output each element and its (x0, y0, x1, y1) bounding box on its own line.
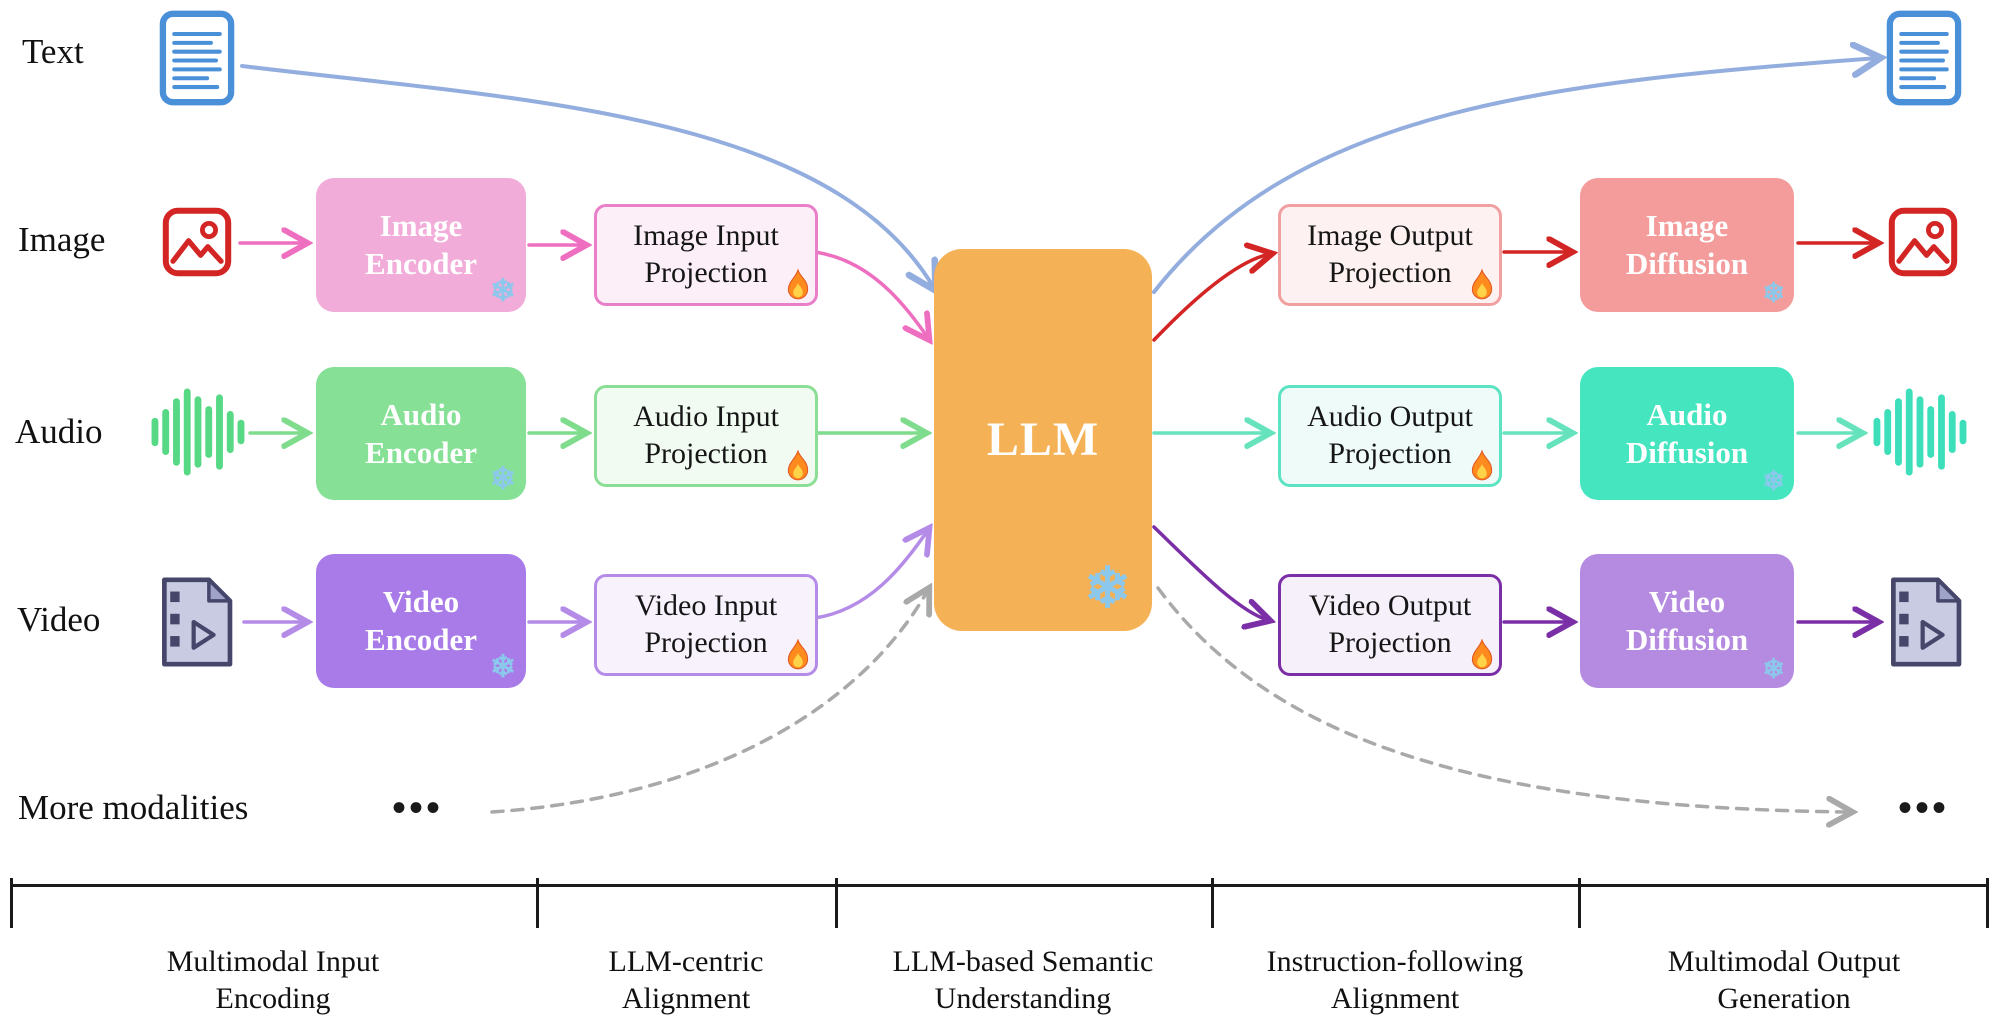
more-modalities-dots-right: ••• (1898, 785, 1950, 830)
row-label-audio: Audio (15, 412, 103, 451)
fire-icon (785, 638, 811, 671)
video-output-projection-node: Video Output Projection (1278, 574, 1502, 676)
video-file-icon (155, 574, 237, 670)
fire-icon (1469, 268, 1495, 301)
snowflake-icon: ❄ (1084, 558, 1132, 620)
audio-input-projection-node: Audio Input Projection (594, 385, 818, 487)
row-label-text: Text (22, 32, 84, 71)
arrow-llm-to-video-projection (1152, 525, 1268, 620)
audio-waveform-icon (1870, 388, 1968, 476)
fire-icon (785, 449, 811, 482)
stage-label: Multimodal Input Encoding (159, 944, 388, 1020)
snowflake-icon: ❄ (1762, 654, 1785, 684)
snowflake-icon: ❄ (490, 273, 516, 308)
stage-bracket-tick (10, 878, 13, 928)
text-document-icon (159, 10, 235, 106)
video-input-projection-node: Video Input Projection (594, 574, 818, 676)
image-input-projection-label: Image Input Projection (633, 219, 779, 289)
stage-bracket-tick (1211, 878, 1214, 928)
stage-llm-centric-alignment: LLM-centric Alignment (526, 944, 846, 1020)
video-output-projection-label: Video Output Projection (1308, 589, 1472, 659)
stage-llm-based-semantic-understanding: LLM-based Semantic Understanding (813, 944, 1233, 1020)
stage-instruction-following-alignment: Instruction-following Alignment (1195, 944, 1595, 1020)
stage-bracket-tick (1986, 878, 1989, 928)
audio-input-projection-label: Audio Input Projection (633, 400, 779, 470)
stage-label: Instruction-following Alignment (1259, 944, 1532, 1020)
snowflake-icon: ❄ (490, 649, 516, 684)
video-input-projection-label: Video Input Projection (634, 589, 778, 659)
audio-encoder-node: Audio Encoder ❄ (316, 367, 526, 500)
image-icon (1886, 206, 1960, 278)
snowflake-icon: ❄ (1762, 278, 1785, 308)
video-diffusion-label: Video Diffusion (1625, 584, 1749, 657)
video-file-icon (1884, 574, 1966, 670)
audio-waveform-icon (148, 388, 246, 476)
llm-label: LLM (986, 412, 1100, 466)
stage-bracket-tick (835, 878, 838, 928)
row-label-more: More modalities (18, 788, 249, 827)
image-output-projection-label: Image Output Projection (1307, 219, 1473, 289)
snowflake-icon: ❄ (490, 461, 516, 496)
audio-output-projection-label: Audio Output Projection (1307, 400, 1473, 470)
fire-icon (1469, 449, 1495, 482)
video-encoder-node: Video Encoder ❄ (316, 554, 526, 688)
image-encoder-label: Image Encoder (365, 208, 477, 281)
image-output-projection-node: Image Output Projection (1278, 204, 1502, 306)
image-icon (160, 206, 234, 278)
row-label-video: Video (17, 600, 101, 639)
stage-label: Multimodal Output Generation (1660, 944, 1909, 1020)
text-document-icon (1886, 10, 1962, 106)
image-encoder-node: Image Encoder ❄ (316, 178, 526, 312)
image-diffusion-label: Image Diffusion (1625, 208, 1749, 281)
stage-label: LLM-centric Alignment (601, 944, 772, 1020)
image-input-projection-node: Image Input Projection (594, 204, 818, 306)
stage-multimodal-output-generation: Multimodal Output Generation (1569, 944, 1999, 1020)
stage-label: LLM-based Semantic Understanding (885, 944, 1162, 1020)
stage-bracket-tick (536, 878, 539, 928)
image-diffusion-node: Image Diffusion ❄ (1580, 178, 1794, 312)
video-diffusion-node: Video Diffusion ❄ (1580, 554, 1794, 688)
fire-icon (1469, 638, 1495, 671)
audio-diffusion-label: Audio Diffusion (1625, 396, 1749, 470)
snowflake-icon: ❄ (1762, 466, 1785, 496)
arrow-llm-to-image-projection (1152, 254, 1270, 342)
audio-encoder-label: Audio Encoder (365, 396, 477, 470)
row-label-image: Image (18, 220, 106, 259)
video-encoder-label: Video Encoder (365, 584, 477, 657)
audio-diffusion-node: Audio Diffusion ❄ (1580, 367, 1794, 500)
audio-output-projection-node: Audio Output Projection (1278, 385, 1502, 487)
stage-multimodal-input-encoding: Multimodal Input Encoding (53, 944, 493, 1020)
stage-bracket-line (10, 884, 1989, 887)
more-modalities-dots-left: ••• (392, 785, 444, 830)
fire-icon (785, 268, 811, 301)
arrow-video-projection-to-llm (813, 530, 928, 620)
llm-node: LLM ❄ (934, 249, 1152, 631)
arrow-image-projection-to-llm (813, 250, 928, 338)
stage-bracket-tick (1578, 878, 1581, 928)
